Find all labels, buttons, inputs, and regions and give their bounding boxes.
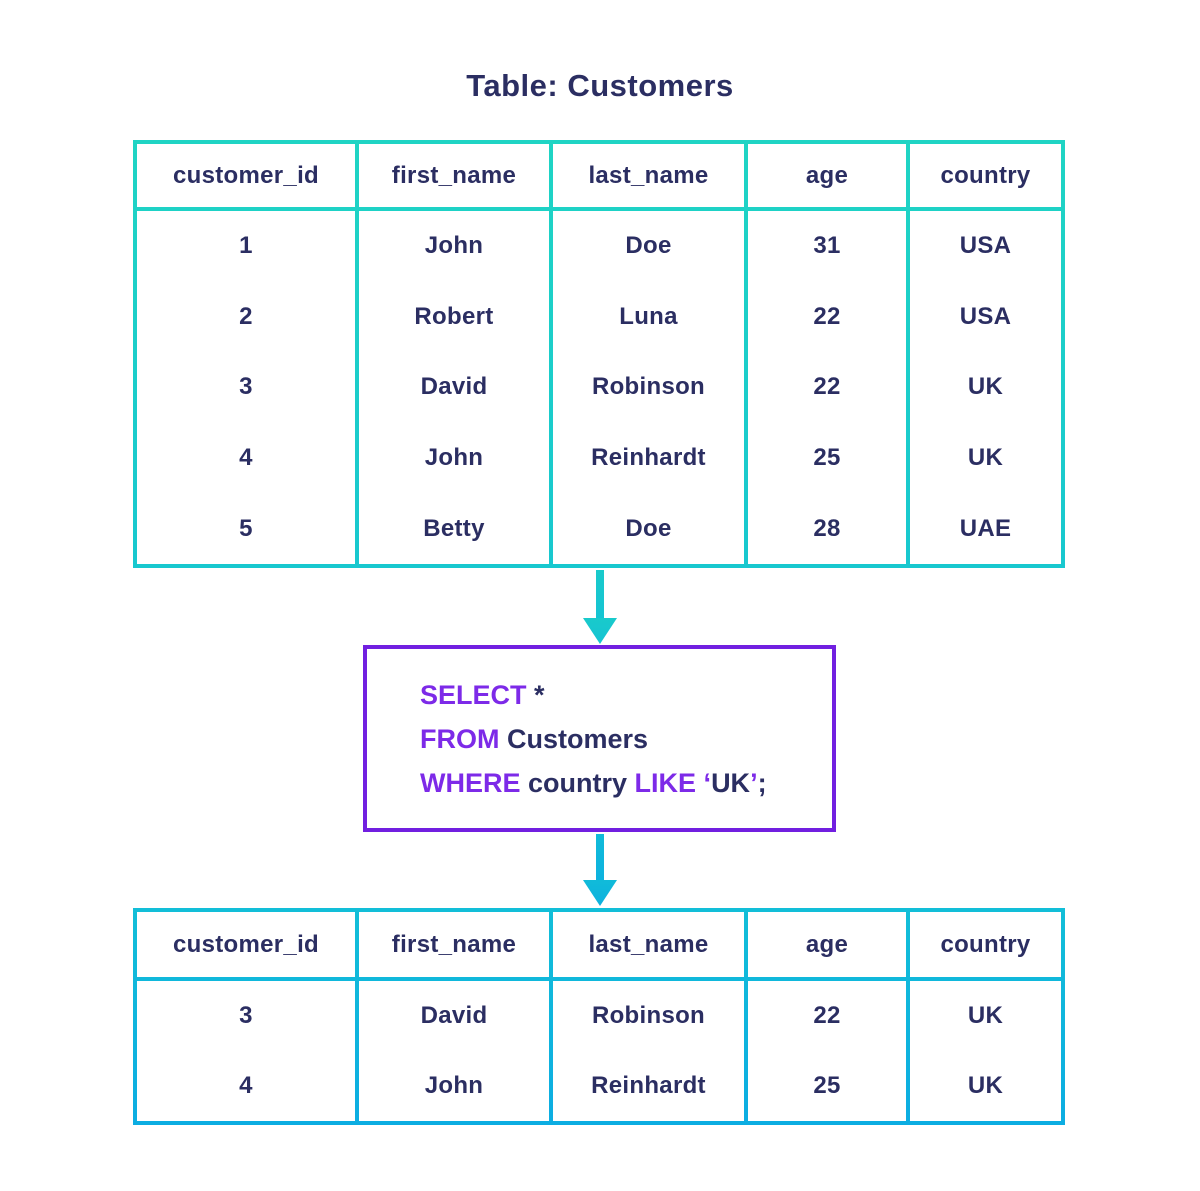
sql-text: ;: [757, 768, 767, 798]
result-table-header-last_name: last_name: [553, 912, 744, 977]
sql-query-line: WHERE country LIKE ‘UK’;: [420, 761, 822, 805]
source-table-cell: Robert: [414, 302, 494, 330]
source-table-header-last_name: last_name: [553, 144, 744, 207]
source-table-header-country: country: [910, 144, 1061, 207]
result-table-cell: 25: [813, 1072, 841, 1099]
sql-text: *: [526, 680, 545, 710]
sql-query-line: FROM Customers: [420, 717, 822, 761]
source-table-cell: 4: [239, 444, 253, 472]
source-table-header-customer_id: customer_id: [137, 144, 355, 207]
sql-query-line: SELECT *: [420, 673, 822, 717]
source-table-cell: Robinson: [591, 373, 706, 401]
sql-text: UK: [711, 768, 751, 798]
source-table-cell: 22: [813, 302, 841, 330]
source-table-header-first_name: first_name: [359, 144, 549, 207]
arrow-down-icon: [583, 834, 617, 906]
result-table-column-age: 22 25: [748, 981, 906, 1121]
result-table-cell: John: [424, 1072, 484, 1099]
result-table-header-customer_id: customer_id: [137, 912, 355, 977]
source-table-cell: Doe: [625, 232, 672, 260]
sql-keyword: FROM: [420, 724, 500, 754]
sql-keyword: SELECT: [420, 680, 527, 710]
result-table-cell: 3: [239, 1002, 253, 1029]
result-table-cell: David: [420, 1002, 488, 1029]
result-table-header-country: country: [910, 912, 1061, 977]
source-table-cell: 3: [239, 373, 253, 401]
result-table-cell: UK: [967, 1072, 1004, 1099]
source-table-cell: John: [424, 232, 484, 260]
source-table-cell: 28: [813, 514, 841, 542]
source-table-cell: 1: [239, 232, 253, 260]
source-table-cell: 31: [813, 232, 841, 260]
sql-text: Customers: [499, 724, 649, 754]
result-table-header-first_name: first_name: [359, 912, 549, 977]
sql-text: country: [520, 768, 635, 798]
source-table-cell: David: [420, 373, 488, 401]
result-table-header-age: age: [748, 912, 906, 977]
source-table-cell: John: [424, 444, 484, 472]
source-table-column-country: USA USA UK UK UAE: [910, 211, 1061, 564]
source-table-cell: Luna: [619, 302, 678, 330]
source-table-column-customer_id: 1 2 3 4 5: [137, 211, 355, 564]
source-table-cell: 2: [239, 302, 253, 330]
result-table-cell: UK: [967, 1002, 1004, 1029]
source-table-cell: 5: [239, 514, 253, 542]
result-table-column-country: UK UK: [910, 981, 1061, 1121]
sql-text: [696, 768, 704, 798]
sql-keyword: WHERE: [420, 768, 521, 798]
source-table-cell: UAE: [959, 514, 1012, 542]
source-table-cell: Betty: [423, 514, 485, 542]
arrow-down-icon: [583, 570, 617, 644]
sql-keyword: ‘: [703, 768, 712, 798]
result-table-cell: 22: [813, 1002, 841, 1029]
source-table-cell: USA: [959, 232, 1012, 260]
source-table-cell: UK: [967, 373, 1004, 401]
source-table-header-age: age: [748, 144, 906, 207]
result-table-cell: 4: [239, 1072, 253, 1099]
source-table-cell: USA: [959, 302, 1012, 330]
source-table-cell: UK: [967, 444, 1004, 472]
page-title: Table: Customers: [466, 68, 734, 103]
source-table-column-age: 31 22 22 25 28: [748, 211, 906, 564]
source-table-cell: Reinhardt: [591, 444, 706, 472]
sql-keyword: ’: [750, 768, 758, 798]
source-table-cell: Doe: [625, 514, 672, 542]
sql-keyword: LIKE: [634, 768, 697, 798]
result-table-cell: Robinson: [591, 1002, 706, 1029]
source-table-cell: 25: [813, 444, 841, 472]
source-table-cell: 22: [813, 373, 841, 401]
result-table-cell: Reinhardt: [591, 1072, 706, 1099]
